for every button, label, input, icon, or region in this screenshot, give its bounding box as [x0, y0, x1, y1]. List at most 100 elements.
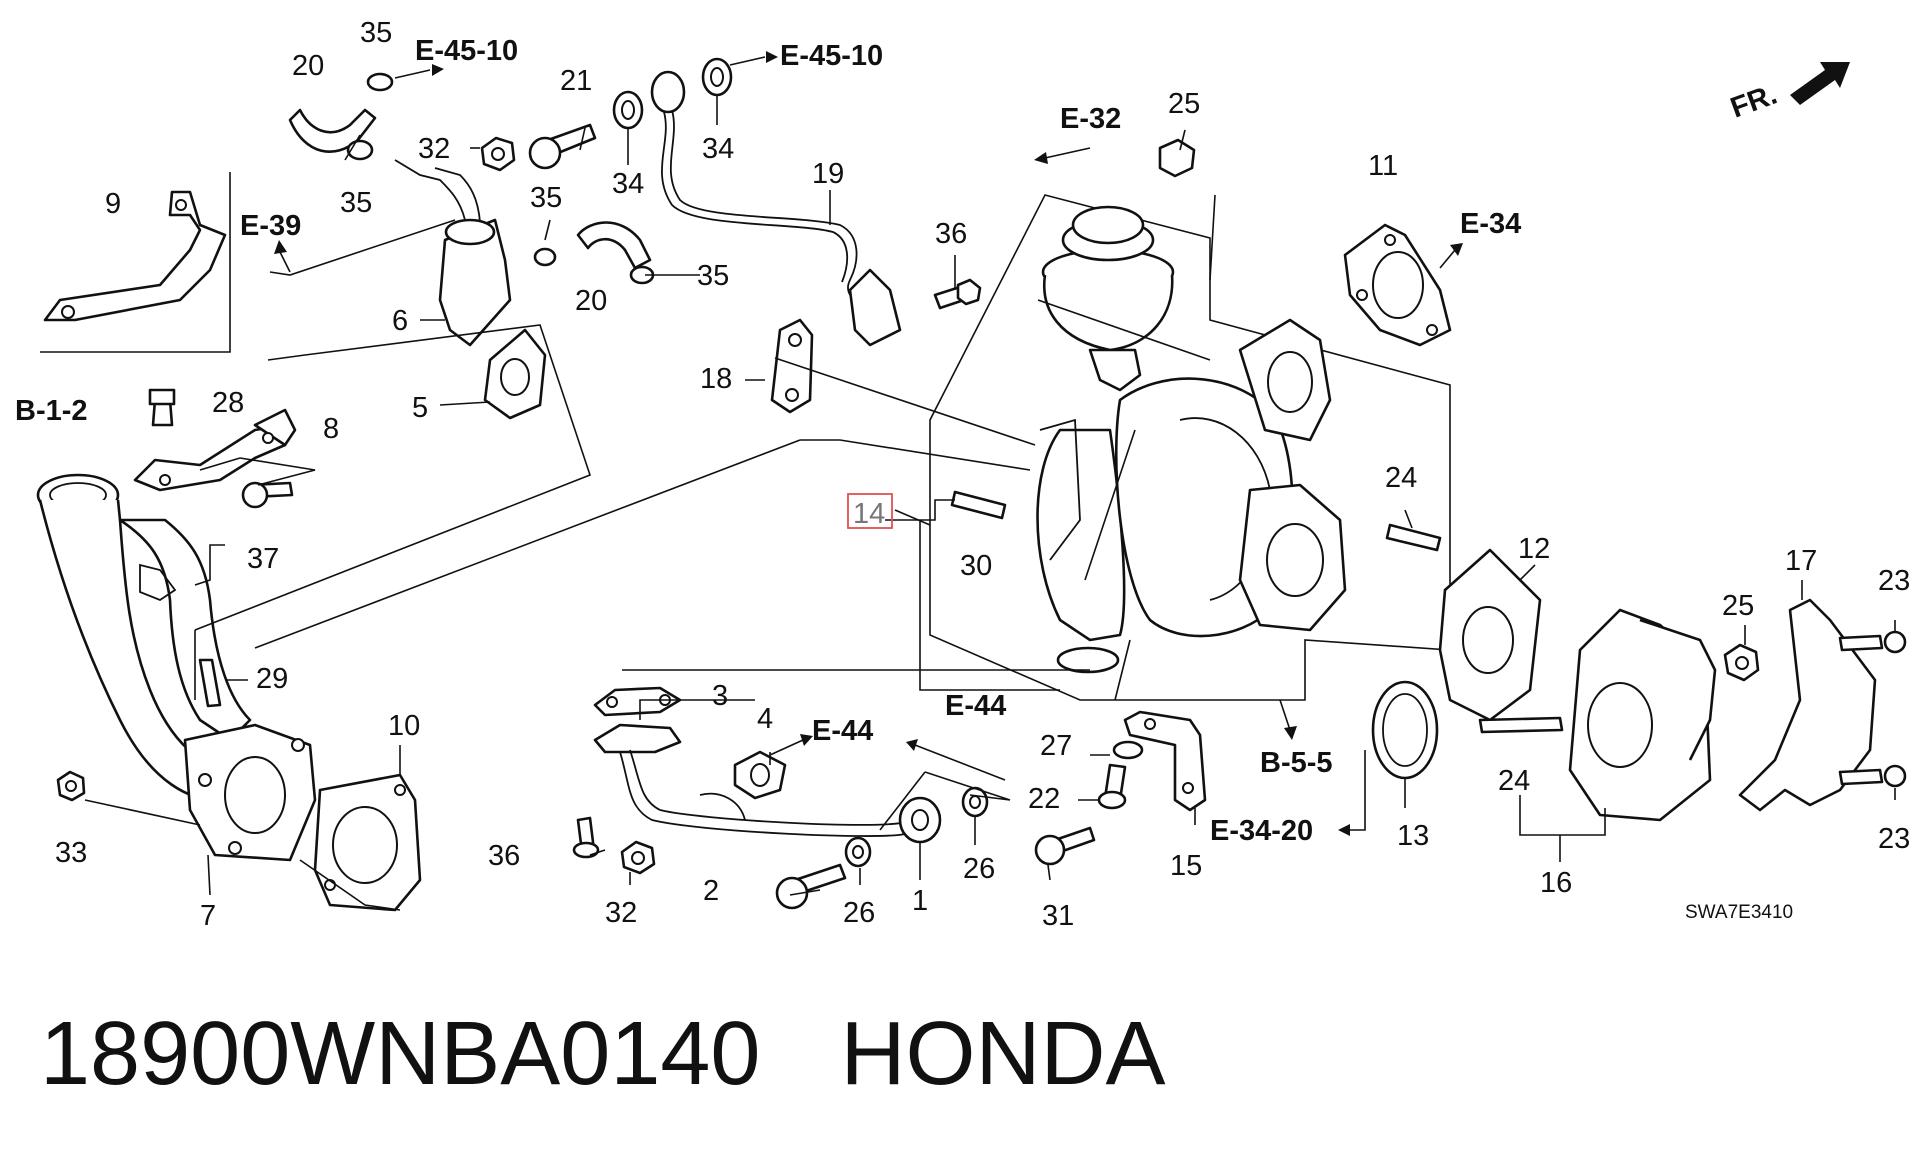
callout-25-upper: 25 [1168, 88, 1200, 120]
callout-9: 9 [105, 188, 121, 220]
part-17-heat-shield [1738, 598, 1877, 812]
part-16-housing [1478, 608, 1717, 822]
callout-33: 33 [55, 837, 87, 869]
leader-lines [84, 95, 1896, 911]
callout-35-a: 35 [360, 17, 392, 49]
ref-b-1-2: B-1-2 [15, 395, 88, 427]
callout-34-left: 34 [612, 168, 644, 200]
callout-2: 2 [703, 875, 719, 907]
callout-24-right: 24 [1498, 765, 1530, 797]
callout-14: 14 [853, 498, 885, 530]
part-36-bolt-upper [933, 278, 982, 310]
part-9-bracket [40, 172, 231, 353]
callout-32-lower: 32 [605, 897, 637, 929]
parts-diagram: FR. 1 2 3 4 5 6 7 8 9 10 11 12 13 14 15 … [15, 17, 1910, 932]
part-29-stud [198, 658, 222, 708]
callout-20-upper: 20 [292, 50, 324, 82]
part-18-gasket [770, 318, 814, 414]
ref-e-32: E-32 [1060, 103, 1121, 135]
turbocharger [929, 138, 1451, 701]
callout-30: 30 [960, 550, 992, 582]
part-6-joint [394, 159, 512, 347]
callout-19: 19 [812, 158, 844, 190]
callout-31: 31 [1042, 900, 1074, 932]
part-2-bolt [775, 863, 847, 910]
part-1-oil-return-pipe [593, 723, 942, 844]
callout-20-lower: 20 [575, 285, 607, 317]
callout-7: 7 [200, 900, 216, 932]
callout-1: 1 [912, 885, 928, 917]
callout-26-left: 26 [843, 897, 875, 929]
callout-4: 4 [757, 703, 773, 735]
callout-35-c: 35 [530, 182, 562, 214]
callout-17: 17 [1785, 545, 1817, 577]
callout-11: 11 [1368, 150, 1398, 182]
part-10-gasket [313, 773, 422, 912]
part-8-bracket [133, 388, 297, 509]
caption: 18900WNBA0140 HONDA [40, 1005, 1166, 1104]
part-30-stud [950, 490, 1007, 520]
part-number: 18900WNBA0140 [40, 1004, 761, 1104]
ref-e-39: E-39 [240, 210, 301, 242]
part-32-nut-upper [480, 136, 516, 172]
callout-24-mid: 24 [1385, 462, 1417, 494]
part-25-nut-right [1723, 643, 1760, 682]
part-36-bolt-lower [572, 816, 600, 859]
callout-21: 21 [560, 65, 592, 97]
callout-10: 10 [388, 710, 420, 742]
front-direction-marker: FR. [1726, 62, 1850, 125]
part-27-washer [1112, 740, 1144, 760]
diagram-code: SWA7E3410 [1685, 902, 1793, 923]
reference-arrows [274, 51, 1463, 836]
part-35-clamps [346, 72, 655, 285]
callout-18: 18 [700, 363, 732, 395]
part-19-oil-pipe [650, 70, 902, 347]
ref-b-5-5: B-5-5 [1260, 747, 1333, 779]
callout-12: 12 [1518, 533, 1550, 565]
callout-23-lower: 23 [1878, 823, 1910, 855]
reference-codes: E-45-10 E-45-10 E-32 E-34 E-39 B-1-2 E-4… [15, 35, 1521, 847]
callout-6: 6 [392, 305, 408, 337]
callout-37: 37 [247, 543, 279, 575]
part-3-gasket [593, 686, 682, 717]
part-23-bolts [1838, 630, 1907, 788]
callout-13: 13 [1397, 820, 1429, 852]
callout-22: 22 [1028, 783, 1060, 815]
part-20-hose-lower [576, 221, 652, 270]
callout-15: 15 [1170, 850, 1202, 882]
part-22-bolt [1097, 763, 1127, 810]
ref-e-45-10-right: E-45-10 [780, 40, 883, 72]
callout-29: 29 [256, 663, 288, 695]
ref-e-34: E-34 [1460, 208, 1521, 240]
part-4-gasket [733, 750, 787, 800]
callout-36-lower: 36 [488, 840, 520, 872]
callout-25-right: 25 [1722, 590, 1754, 622]
part-12-gasket [1438, 548, 1542, 722]
part-11-gasket [1343, 223, 1452, 347]
front-marker-label: FR. [1726, 79, 1781, 125]
callout-35-d: 35 [697, 260, 729, 292]
highlight-box-14 [847, 493, 893, 529]
callout-8: 8 [323, 413, 339, 445]
part-26-washers [844, 786, 989, 868]
callout-27: 27 [1040, 730, 1072, 762]
callout-36-upper: 36 [935, 218, 967, 250]
brand-name: HONDA [840, 1004, 1166, 1104]
part-15-bracket [1123, 710, 1207, 812]
callout-16: 16 [1540, 867, 1572, 899]
callout-numbers: 1 2 3 4 5 6 7 8 9 10 11 12 13 14 15 16 1… [55, 17, 1910, 932]
callout-35-b: 35 [340, 187, 372, 219]
part-32-nut-lower [620, 840, 656, 875]
part-33-nut [56, 770, 86, 802]
callout-26-right: 26 [963, 853, 995, 885]
part-31-bolt [1034, 826, 1096, 866]
part-13-seal [1371, 680, 1439, 780]
ref-e-34-20: E-34-20 [1210, 815, 1313, 847]
part-5-gasket [483, 328, 547, 420]
callout-32-upper: 32 [418, 133, 450, 165]
callout-5: 5 [412, 392, 428, 424]
callout-3: 3 [712, 680, 728, 712]
ref-e-45-10-left: E-45-10 [415, 35, 518, 67]
callout-28: 28 [212, 387, 244, 419]
part-21-bolt [528, 123, 597, 170]
